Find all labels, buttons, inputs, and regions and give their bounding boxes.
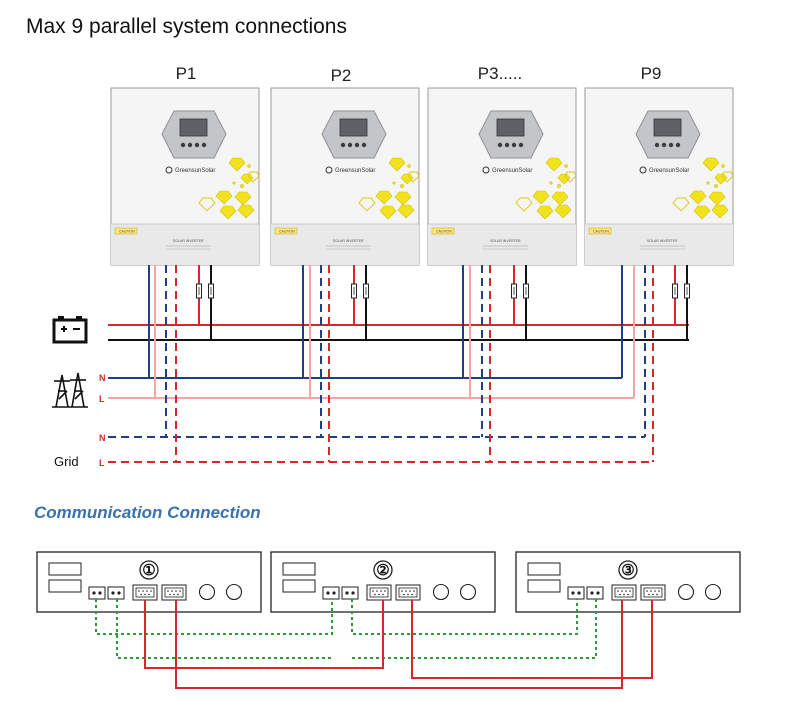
load-l-label: L [99,394,105,404]
parallel-comm-cables [144,600,653,689]
comm-unit-1: ① [36,551,262,613]
current-share-cables [95,599,597,659]
panel-title: SOLAR INVERTER [333,239,364,243]
inverter-brand: GreensunSolar [649,168,689,174]
page-title: Max 9 parallel system connections [26,15,347,38]
inverter-p9: GreensunSolar CAUTION SOLAR INVERTER [584,87,734,266]
panel-title: SOLAR INVERTER [490,239,521,243]
battery-positive-bus [108,265,689,326]
inverter-label-p3: P3..... [478,64,522,83]
grid-line-bus [108,265,654,463]
fuses [196,283,690,299]
comm-unit-3: ③ [515,551,741,613]
caution-label: CAUTION [119,230,135,234]
inverter-brand: GreensunSolar [175,168,215,174]
inverter-brand: GreensunSolar [492,168,532,174]
battery-icon [52,316,88,344]
load-n-label: N [99,373,106,383]
comm-unit-number: ② [376,561,389,579]
comm-unit-2: ② [270,551,496,613]
inverter-brand: GreensunSolar [335,168,375,174]
inverter-p3: GreensunSolar CAUTION SOLAR INVERTER [427,87,577,266]
battery-negative-bus [108,265,689,341]
communication-title: Communication Connection [34,503,261,522]
caution-label: CAUTION [436,230,452,234]
grid-neutral-bus [108,265,646,438]
transmission-tower-icon [52,372,88,408]
inverter-label-p9: P9 [641,64,662,83]
inverter-p1: GreensunSolar CAUTION SOLAR INVERTER [110,87,260,266]
grid-l-label: L [99,458,105,468]
panel-title: SOLAR INVERTER [647,239,678,243]
grid-label: Grid [54,454,79,469]
inverter-label-p1: P1 [176,64,197,83]
load-neutral-bus [108,265,623,379]
comm-unit-number: ① [142,561,155,579]
inverter-p2: GreensunSolar CAUTION SOLAR INVERTER [270,87,420,266]
load-line-bus [108,265,635,399]
caution-label: CAUTION [593,230,609,234]
panel-title: SOLAR INVERTER [173,239,204,243]
grid-n-label: N [99,433,106,443]
caution-label: CAUTION [279,230,295,234]
inverter-label-p2: P2 [331,66,352,85]
comm-unit-number: ③ [621,561,634,579]
